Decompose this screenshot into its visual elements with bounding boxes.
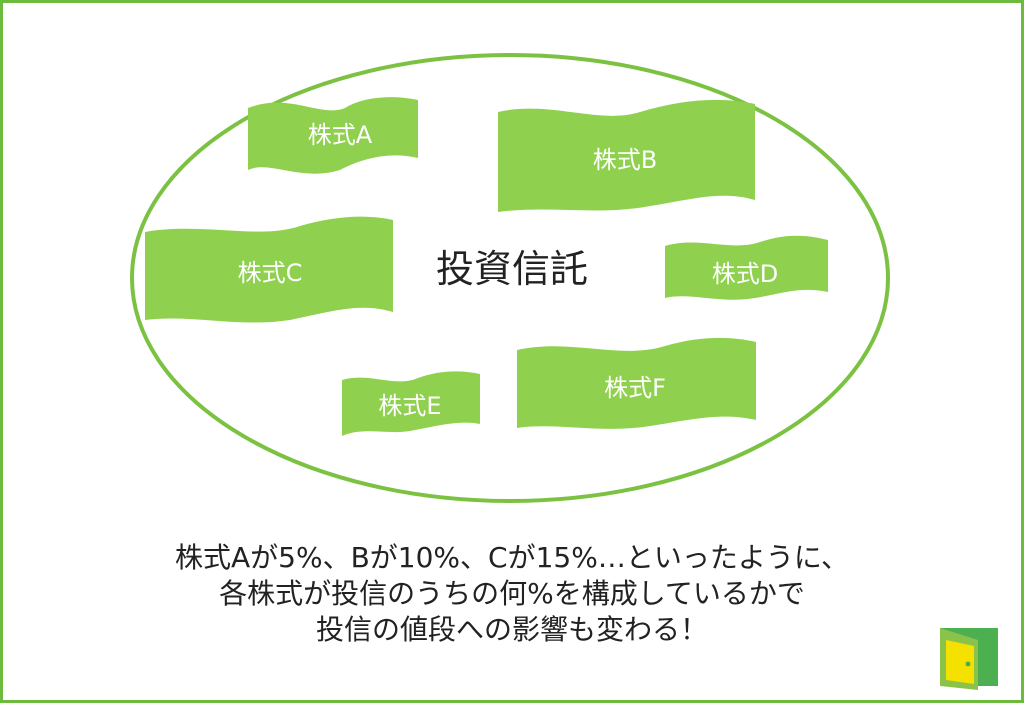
stock-flag-c: 株式C xyxy=(145,216,393,323)
caption: 株式Aが5%、Bが10%、Cが15%…といったように、 各株式が投信のうちの何%… xyxy=(0,540,1024,648)
flag-shape xyxy=(342,371,480,436)
door-logo-icon xyxy=(940,628,998,690)
stock-label: 株式A xyxy=(308,121,373,149)
stock-label: 株式B xyxy=(593,146,657,174)
stock-label: 株式D xyxy=(712,260,778,288)
center-label: 投資信託 xyxy=(436,247,588,291)
stock-flag-d: 株式D xyxy=(665,235,828,300)
fund-ellipse xyxy=(130,53,890,503)
flag-shape xyxy=(145,216,393,323)
stock-label: 株式C xyxy=(238,259,303,287)
flag-shape xyxy=(665,235,828,300)
caption-line-2: 各株式が投信のうちの何%を構成しているかで xyxy=(219,577,805,610)
stock-flag-e: 株式E xyxy=(342,371,480,436)
stock-label: 株式F xyxy=(604,374,666,402)
stock-flag-a: 株式A xyxy=(248,97,418,174)
caption-line-3: 投信の値段への影響も変わる！ xyxy=(315,613,708,646)
stock-flag-f: 株式F xyxy=(517,337,756,429)
flag-shape xyxy=(498,99,755,212)
caption-line-1: 株式Aが5%、Bが10%、Cが15%…といったように、 xyxy=(175,541,849,574)
stock-label: 株式E xyxy=(378,392,441,420)
flag-shape xyxy=(248,97,418,174)
stock-flag-b: 株式B xyxy=(498,99,755,212)
flag-shape xyxy=(517,337,756,429)
